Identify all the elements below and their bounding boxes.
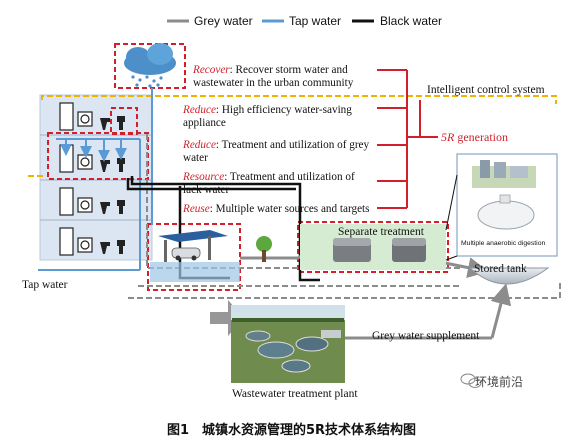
building [38,94,153,271]
cloud-icon [124,43,176,88]
recover-box [114,43,186,89]
watermark-text: 环境前沿 [475,375,524,389]
legend-grey-label: Grey water [194,14,253,28]
five-r-generation-label: 5R generation [441,130,508,144]
control-line [41,95,557,104]
fivr-recover: Recover: Recover storm water and wastewa… [193,64,354,89]
figure-caption: 图1 城镇水资源管理的5R技术体系结构图 [166,423,417,438]
anaerobic-label: Multiple anaerobic digestion [461,240,546,247]
separate-treatment-box [297,221,449,273]
treatment-units [333,238,426,262]
grey-water-supplement-label: Grey water supplement [372,330,480,342]
intelligent-control-label: Intelligent control system [427,84,545,96]
parking-canopy [150,230,272,282]
fivr-resource: Resource: Treatment and utilization of l… [183,171,355,196]
watermark-icon [460,373,482,388]
legend-tap-label: Tap water [289,14,342,28]
anaerobic-inset [445,153,558,261]
fivr-reduce-appliance: Reduce: High efficiency water-saving app… [183,104,352,129]
wastewater-plant-label: Wastewater treatment plant [232,388,358,400]
wastewater-plant-photo [231,305,345,383]
legend-black-label: Black water [380,14,443,28]
fivr-reduce-grey: Reduce: Treatment and utilization of gre… [183,139,370,164]
stored-tank [468,267,550,285]
separate-treatment-label: Separate treatment [338,226,424,238]
fivr-reuse: Reuse: Multiple water sources and target… [183,203,370,215]
stored-tank-label: Stored tank [474,263,527,275]
tap-water-label: Tap water [22,279,68,291]
